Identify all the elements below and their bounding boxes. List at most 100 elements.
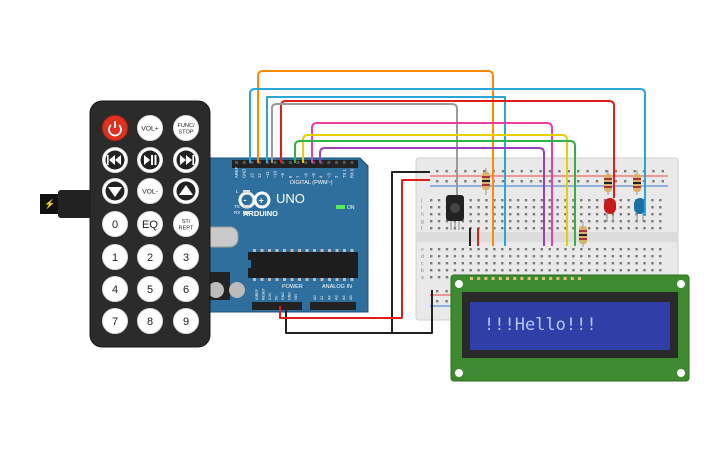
wire-yellow bbox=[302, 134, 568, 246]
tx-label: TX bbox=[234, 204, 240, 209]
digital-pin-label: ~6 bbox=[303, 173, 308, 178]
wire-red-2 bbox=[279, 179, 430, 319]
analog-pin-label: A1 bbox=[320, 295, 324, 300]
power-header bbox=[252, 302, 302, 310]
remote-button-2[interactable]: 2 bbox=[137, 244, 163, 270]
wire-orange bbox=[257, 70, 494, 246]
remote-button-label: EQ bbox=[142, 219, 158, 231]
remote-button-label: 1 bbox=[112, 252, 118, 264]
digital-pin-label: ~3 bbox=[326, 173, 331, 178]
wires[interactable] bbox=[249, 70, 646, 334]
breadboard-row-letter: i bbox=[421, 205, 422, 211]
arrow-down-icon bbox=[105, 181, 125, 201]
breadboard-row-letter: b bbox=[421, 268, 424, 274]
arduino-model: UNO bbox=[276, 191, 305, 206]
resistor-1[interactable] bbox=[482, 168, 490, 195]
wire-black-2 bbox=[392, 290, 433, 334]
remote-button-label: 5 bbox=[147, 284, 153, 296]
ir-emitter bbox=[40, 194, 58, 214]
wire-purple bbox=[319, 147, 545, 246]
breadboard-row-letter: f bbox=[421, 226, 423, 232]
digital-pin-label: 7 bbox=[296, 175, 301, 178]
remote-button-func-stop[interactable]: FUNC/STOP bbox=[173, 115, 199, 141]
remote-button-play-pause[interactable] bbox=[137, 147, 163, 173]
remote-button-label: FUNC/ bbox=[177, 123, 195, 129]
power-icon bbox=[108, 121, 122, 137]
remote-button-st-rept[interactable]: ST/REPT bbox=[173, 211, 199, 237]
remote-button-label: 4 bbox=[112, 284, 118, 296]
digital-pin-label: ~5 bbox=[311, 173, 316, 178]
analog-header bbox=[310, 302, 356, 310]
breadboard-row-letter: d bbox=[421, 254, 424, 260]
resistor-3[interactable] bbox=[604, 170, 612, 195]
svg-text:+: + bbox=[259, 196, 264, 206]
on-led bbox=[336, 205, 345, 209]
remote-button-6[interactable]: 6 bbox=[173, 276, 199, 302]
digital-pin-label: GND bbox=[242, 169, 247, 178]
digital-pin-label: ~9 bbox=[280, 173, 285, 178]
ir-remote[interactable]: ⚡ VOL+ FUNC/STOP VOL- 0 EQ ST/REPT 1 2 3 4 5 6 7 8 9 bbox=[40, 100, 211, 348]
breadboard-row-letter: a bbox=[421, 275, 424, 281]
rx-label: RX bbox=[234, 210, 240, 215]
remote-button-4[interactable]: 4 bbox=[102, 276, 128, 302]
ir-signal-icon: ⚡ bbox=[44, 198, 55, 210]
digital-pin-label: AREF bbox=[234, 166, 239, 178]
remote-button-power[interactable] bbox=[102, 115, 128, 141]
led-blue[interactable] bbox=[634, 198, 646, 222]
remote-button-9[interactable]: 9 bbox=[173, 308, 199, 334]
analog-pin-label: A3 bbox=[335, 295, 339, 300]
remote-button-up[interactable] bbox=[173, 178, 199, 204]
wire-blue bbox=[249, 88, 646, 216]
remote-button-8[interactable]: 8 bbox=[137, 308, 163, 334]
resistor-4[interactable] bbox=[633, 170, 641, 195]
lcd-module[interactable]: !!!Hello!!! bbox=[450, 274, 690, 382]
remote-button-label: 6 bbox=[183, 284, 189, 296]
analog-pin-label: A5 bbox=[349, 295, 353, 300]
remote-button-next[interactable] bbox=[173, 147, 199, 173]
digital-pin-label: ~10 bbox=[273, 170, 278, 178]
remote-button-0[interactable]: 0 bbox=[102, 211, 128, 237]
lcd-pin-header bbox=[470, 277, 581, 280]
power-pin-label: GND bbox=[281, 292, 285, 300]
wire-pink bbox=[311, 122, 553, 246]
lcd-text: !!!Hello!!! bbox=[484, 315, 597, 335]
ir-receiver[interactable] bbox=[446, 195, 464, 230]
wire-gray bbox=[271, 103, 458, 195]
remote-button-vol-down[interactable]: VOL- bbox=[137, 178, 163, 204]
remote-button-down[interactable] bbox=[102, 178, 128, 204]
svg-text:-: - bbox=[244, 195, 247, 205]
power-pin-label: GND bbox=[288, 292, 292, 300]
power-pin-label: 3.3V bbox=[268, 292, 272, 300]
wire-blue-2 bbox=[266, 96, 506, 246]
remote-button-1[interactable]: 1 bbox=[102, 244, 128, 270]
l-label: L bbox=[236, 189, 239, 194]
atmega-chip bbox=[248, 252, 358, 278]
analog-pin-label: A0 bbox=[313, 295, 317, 300]
remote-button-5[interactable]: 5 bbox=[137, 276, 163, 302]
remote-button-7[interactable]: 7 bbox=[102, 308, 128, 334]
remote-button-eq[interactable]: EQ bbox=[137, 211, 163, 237]
analog-label: ANALOG IN bbox=[322, 284, 352, 290]
power-pin-label: IOREF bbox=[255, 288, 259, 300]
breadboard-row-letter: j bbox=[420, 198, 422, 204]
remote-button-prev[interactable] bbox=[102, 147, 128, 173]
digital-pin-label: ~11 bbox=[265, 171, 270, 178]
breadboard-row-letter: e bbox=[421, 247, 424, 253]
digital-pin-label: 12 bbox=[257, 173, 262, 178]
on-label: ON bbox=[347, 205, 355, 211]
led-red[interactable] bbox=[604, 198, 616, 222]
remote-button-label: 0 bbox=[112, 219, 118, 231]
digital-pin-label: TX 1 bbox=[342, 168, 347, 178]
play-pause-icon bbox=[140, 150, 160, 170]
skip-back-icon bbox=[105, 150, 125, 170]
remote-button-vol-up[interactable]: VOL+ bbox=[137, 115, 163, 141]
remote-buttons[interactable]: VOL+ FUNC/STOP VOL- 0 EQ ST/REPT 1 2 3 4 5 6 7 8 9 bbox=[102, 115, 199, 334]
resistor-2[interactable] bbox=[579, 222, 587, 247]
remote-button-label: 8 bbox=[147, 316, 153, 328]
remote-button-3[interactable]: 3 bbox=[173, 244, 199, 270]
remote-button-label: 9 bbox=[183, 316, 189, 328]
digital-pin-label: 2 bbox=[334, 175, 339, 178]
remote-button-label: 2 bbox=[147, 252, 153, 264]
